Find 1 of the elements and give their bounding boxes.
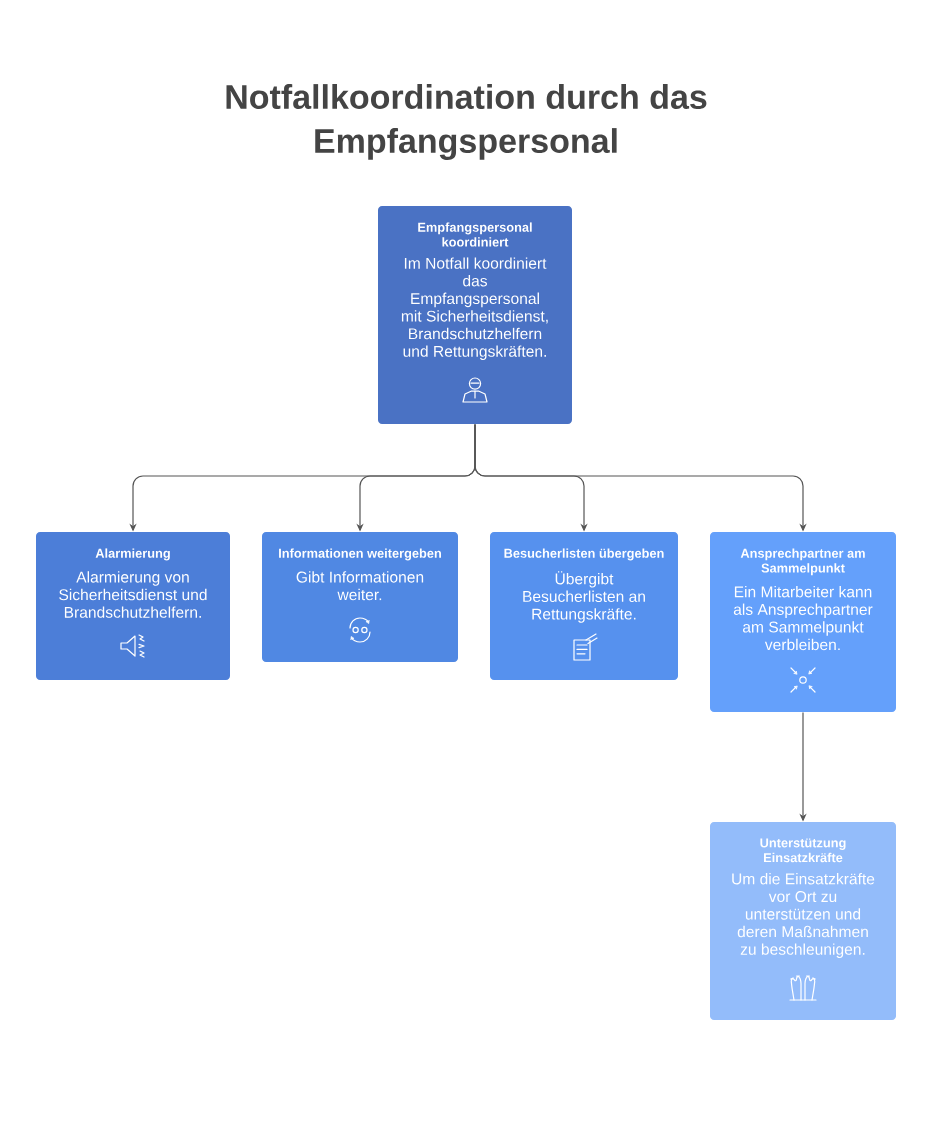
title: Notfallkoordination durch das Empfangspersonal	[226, 84, 707, 160]
